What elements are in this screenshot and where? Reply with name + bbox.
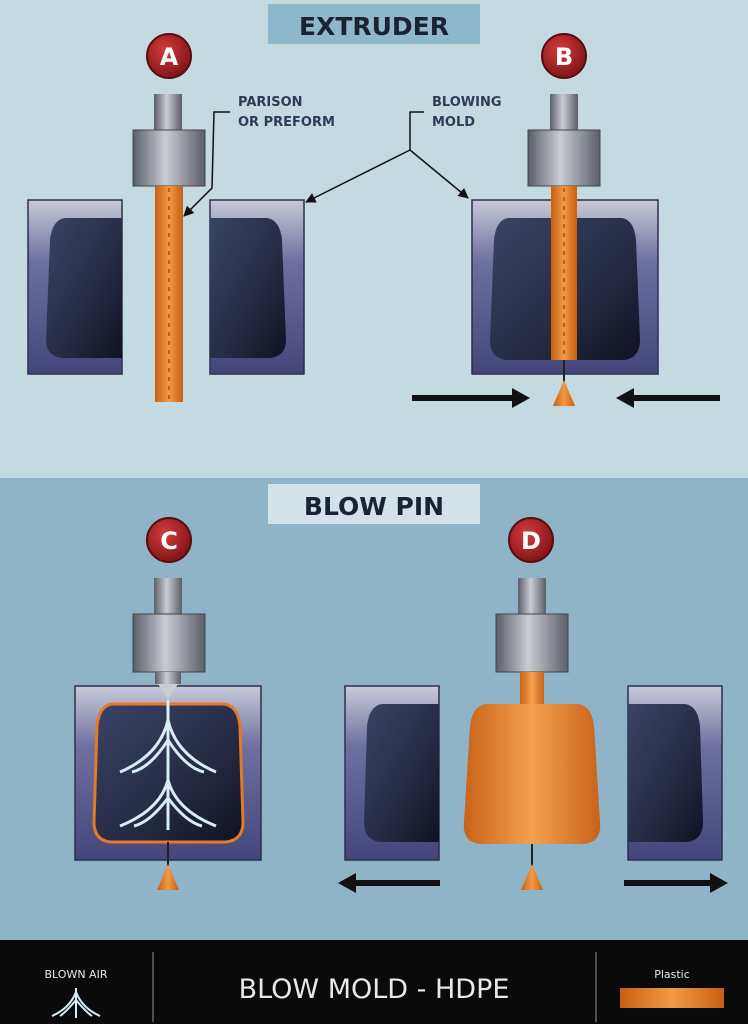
extruder-nozzle-d [518,578,546,616]
mold-cavity-right-a [210,218,286,358]
extruder-head-b [527,129,601,187]
finished-bottle-d [463,704,601,844]
legend-air-label: BLOWN AIR [45,968,108,981]
open-arrow-left-head [338,873,356,893]
mold-cavity-left-a [46,218,122,358]
step-marker-d [508,517,554,563]
mold-cavity-left-d [364,704,439,842]
blow-pin-title: BLOW PIN [304,492,444,521]
extruder-head-c [132,613,206,673]
stage-d: D [338,517,728,893]
legend-air-icon [51,988,101,1018]
legend-plastic-swatch [620,988,724,1008]
stage-a: A [27,33,305,402]
blow-pin-tip-c [157,864,179,890]
mold-cavity-right-d [628,704,703,842]
step-marker-b [541,33,587,79]
mold-label-line2: MOLD [432,115,475,130]
parison-label-line2: OR PREFORM [238,115,335,130]
parison-pointer [183,111,230,217]
mold-pointer-stem [409,111,424,150]
parison-callout: PARISON OR PREFORM [183,95,335,217]
extruder-nozzle-b [550,94,578,132]
blow-pin-nozzle-c [158,684,178,700]
extruder-head-d [495,613,569,673]
close-arrow-left-head [512,388,530,408]
blown-air-icon [119,700,217,830]
step-label-b: B [555,43,573,71]
extruder-nozzle-c [154,578,182,616]
blow-pin-title-box [268,484,480,524]
step-marker-c [146,517,192,563]
bottle-neck-d [520,672,544,704]
stage-b: B [412,33,720,408]
close-arrow-right-head [616,388,634,408]
stage-c: C [74,517,262,890]
step-label-c: C [160,527,178,555]
footer-background [0,940,748,1024]
blow-pin-tip-d [521,864,543,890]
step-label-a: A [160,43,179,71]
legend-plastic-label: Plastic [654,968,690,981]
footer-title: BLOW MOLD - HDPE [239,974,510,1005]
mold-pointer-right [409,149,469,199]
step-marker-a [146,33,192,79]
mold-label-line1: BLOWING [432,95,502,110]
footer-bar: BLOWN AIR BLOW MOLD - HDPE Plastic [0,940,748,1024]
blow-pin-tip-b [553,380,575,406]
step-label-d: D [521,527,541,555]
extruder-title: EXTRUDER [299,12,449,41]
open-arrow-right-head [710,873,728,893]
extruder-head-a [132,129,206,187]
mold-pointer-left [305,149,411,203]
blow-pin-c [155,672,181,684]
extruder-nozzle-a [154,94,182,132]
parison-a [155,186,183,402]
parison-label-line1: PARISON [238,95,303,110]
mold-callout: BLOWING MOLD [305,95,502,203]
extruder-title-box [268,4,480,44]
